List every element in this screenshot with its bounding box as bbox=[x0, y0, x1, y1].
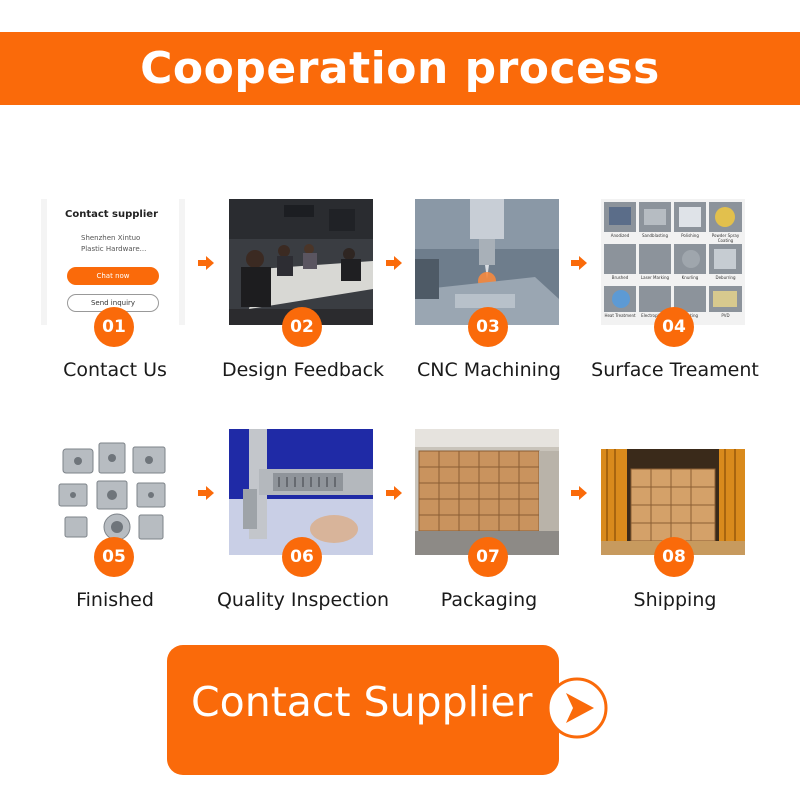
contact-card-image: Contact supplier Shenzhen Xintuo Plastic… bbox=[41, 199, 185, 325]
step-label: CNC Machining bbox=[416, 359, 561, 381]
step-shipping: 08 Shipping bbox=[580, 429, 770, 639]
step-label: Packaging bbox=[440, 589, 538, 611]
arrow-right-icon bbox=[198, 486, 214, 500]
step-number-badge: 05 bbox=[94, 537, 134, 577]
step-surface-treatment: Anodized Sandblasting Polishing Powder S… bbox=[580, 199, 770, 409]
surface-finish-grid: Anodized Sandblasting Polishing Powder S… bbox=[601, 199, 745, 325]
arrow-right-icon bbox=[198, 256, 214, 270]
step-contact-us: Contact supplier Shenzhen Xintuo Plastic… bbox=[20, 199, 210, 409]
header-banner: Cooperation process bbox=[0, 32, 800, 105]
play-arrow-icon[interactable] bbox=[546, 677, 608, 739]
surface-option-label: Electroplating bbox=[641, 313, 669, 318]
surface-option-label: Sandblasting bbox=[641, 233, 668, 238]
surface-option-label: Knurling bbox=[681, 275, 699, 280]
surface-option-label: Heat Treatment bbox=[604, 313, 636, 318]
surface-option-label: Polishing bbox=[681, 233, 699, 238]
step-label: Quality Inspection bbox=[216, 589, 390, 611]
contact-card-line: Plastic Hardware... bbox=[81, 245, 147, 253]
finished-parts-photo bbox=[41, 429, 185, 555]
surface-option-label: Laser Marking bbox=[640, 275, 670, 280]
surface-option-label: PVD bbox=[721, 313, 730, 318]
step-number-badge: 06 bbox=[282, 537, 322, 577]
cnc-machine-photo bbox=[415, 199, 559, 325]
chat-now-button[interactable]: Chat now bbox=[67, 267, 159, 285]
contact-supplier-label: Contact Supplier bbox=[191, 678, 533, 726]
arrow-right-icon bbox=[571, 486, 587, 500]
surface-option-label: Powder Spray Coating bbox=[711, 233, 740, 243]
surface-option-label: Deburring bbox=[715, 275, 736, 280]
surface-option-label: Brushed bbox=[611, 275, 629, 280]
step-label: Shipping bbox=[633, 589, 717, 611]
surface-option-label: Anodized bbox=[610, 233, 630, 238]
arrow-right-icon bbox=[386, 256, 402, 270]
step-cnc-machining: 03 CNC Machining bbox=[394, 199, 584, 409]
step-number-badge: 01 bbox=[94, 307, 134, 347]
contact-card-title: Contact supplier bbox=[65, 209, 159, 220]
contact-card-line: Shenzhen Xintuo bbox=[81, 234, 141, 242]
step-label: Finished bbox=[76, 589, 154, 611]
step-number-badge: 04 bbox=[654, 307, 694, 347]
step-label: Design Feedback bbox=[221, 359, 385, 381]
arrow-right-icon bbox=[571, 256, 587, 270]
shipping-container-photo bbox=[601, 429, 745, 555]
contact-supplier-button[interactable]: Contact Supplier bbox=[167, 645, 559, 775]
step-packaging: 07 Packaging bbox=[394, 429, 584, 639]
step-label: Contact Us bbox=[63, 359, 167, 381]
step-number-badge: 02 bbox=[282, 307, 322, 347]
step-label: Surface Treament bbox=[591, 359, 759, 381]
step-number-badge: 03 bbox=[468, 307, 508, 347]
step-finished: 05 Finished bbox=[20, 429, 210, 639]
page-title: Cooperation process bbox=[140, 43, 660, 94]
step-quality-inspection: 06 Quality Inspection bbox=[208, 429, 398, 639]
step-number-badge: 07 bbox=[468, 537, 508, 577]
packaging-boxes-photo bbox=[415, 429, 559, 555]
step-number-badge: 08 bbox=[654, 537, 694, 577]
step-design-feedback: 02 Design Feedback bbox=[208, 199, 398, 409]
arrow-right-icon bbox=[386, 486, 402, 500]
meeting-room-photo bbox=[229, 199, 373, 325]
